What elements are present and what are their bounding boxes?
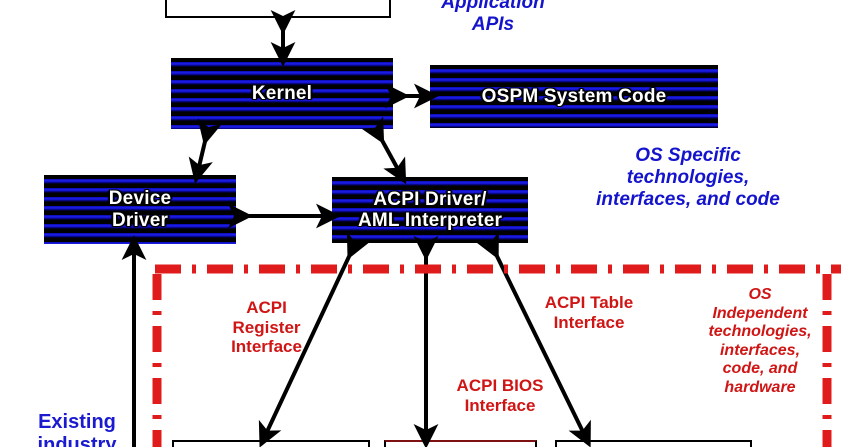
os-specific-label: OS Specific technologies, interfaces, an… — [596, 145, 780, 211]
applications-box — [165, 0, 391, 18]
existing-industry-label: Existing industry — [37, 411, 117, 447]
bottom-middle-box — [384, 440, 537, 447]
ospm-system-code-box: OSPM System Code — [430, 65, 718, 128]
bottom-left-box — [172, 440, 370, 447]
os-independent-label: OS Independent technologies, interfaces,… — [708, 286, 812, 396]
application-apis-label: Application APIs — [441, 0, 545, 36]
acpi-table-interface-label: ACPI Table Interface — [544, 293, 634, 332]
device-driver-box: Device Driver — [44, 175, 236, 244]
acpi-driver-aml-interpreter-box-label: ACPI Driver/ AML Interpreter — [357, 188, 503, 231]
acpi-driver-aml-interpreter-box: ACPI Driver/ AML Interpreter — [332, 177, 528, 243]
ospm-system-code-box-label: OSPM System Code — [481, 85, 667, 107]
acpi-register-interface-label: ACPI Register Interface — [231, 298, 302, 357]
device-driver-box-label: Device Driver — [108, 188, 172, 231]
kernel-box: Kernel — [171, 58, 393, 129]
arrow-kernel-device-driver — [188, 118, 222, 184]
kernel-box-label: Kernel — [251, 82, 313, 104]
bottom-right-box — [555, 440, 752, 447]
arrow-kernel-acpi-driver — [361, 116, 407, 185]
acpi-bios-interface-label: ACPI BIOS Interface — [456, 376, 544, 415]
